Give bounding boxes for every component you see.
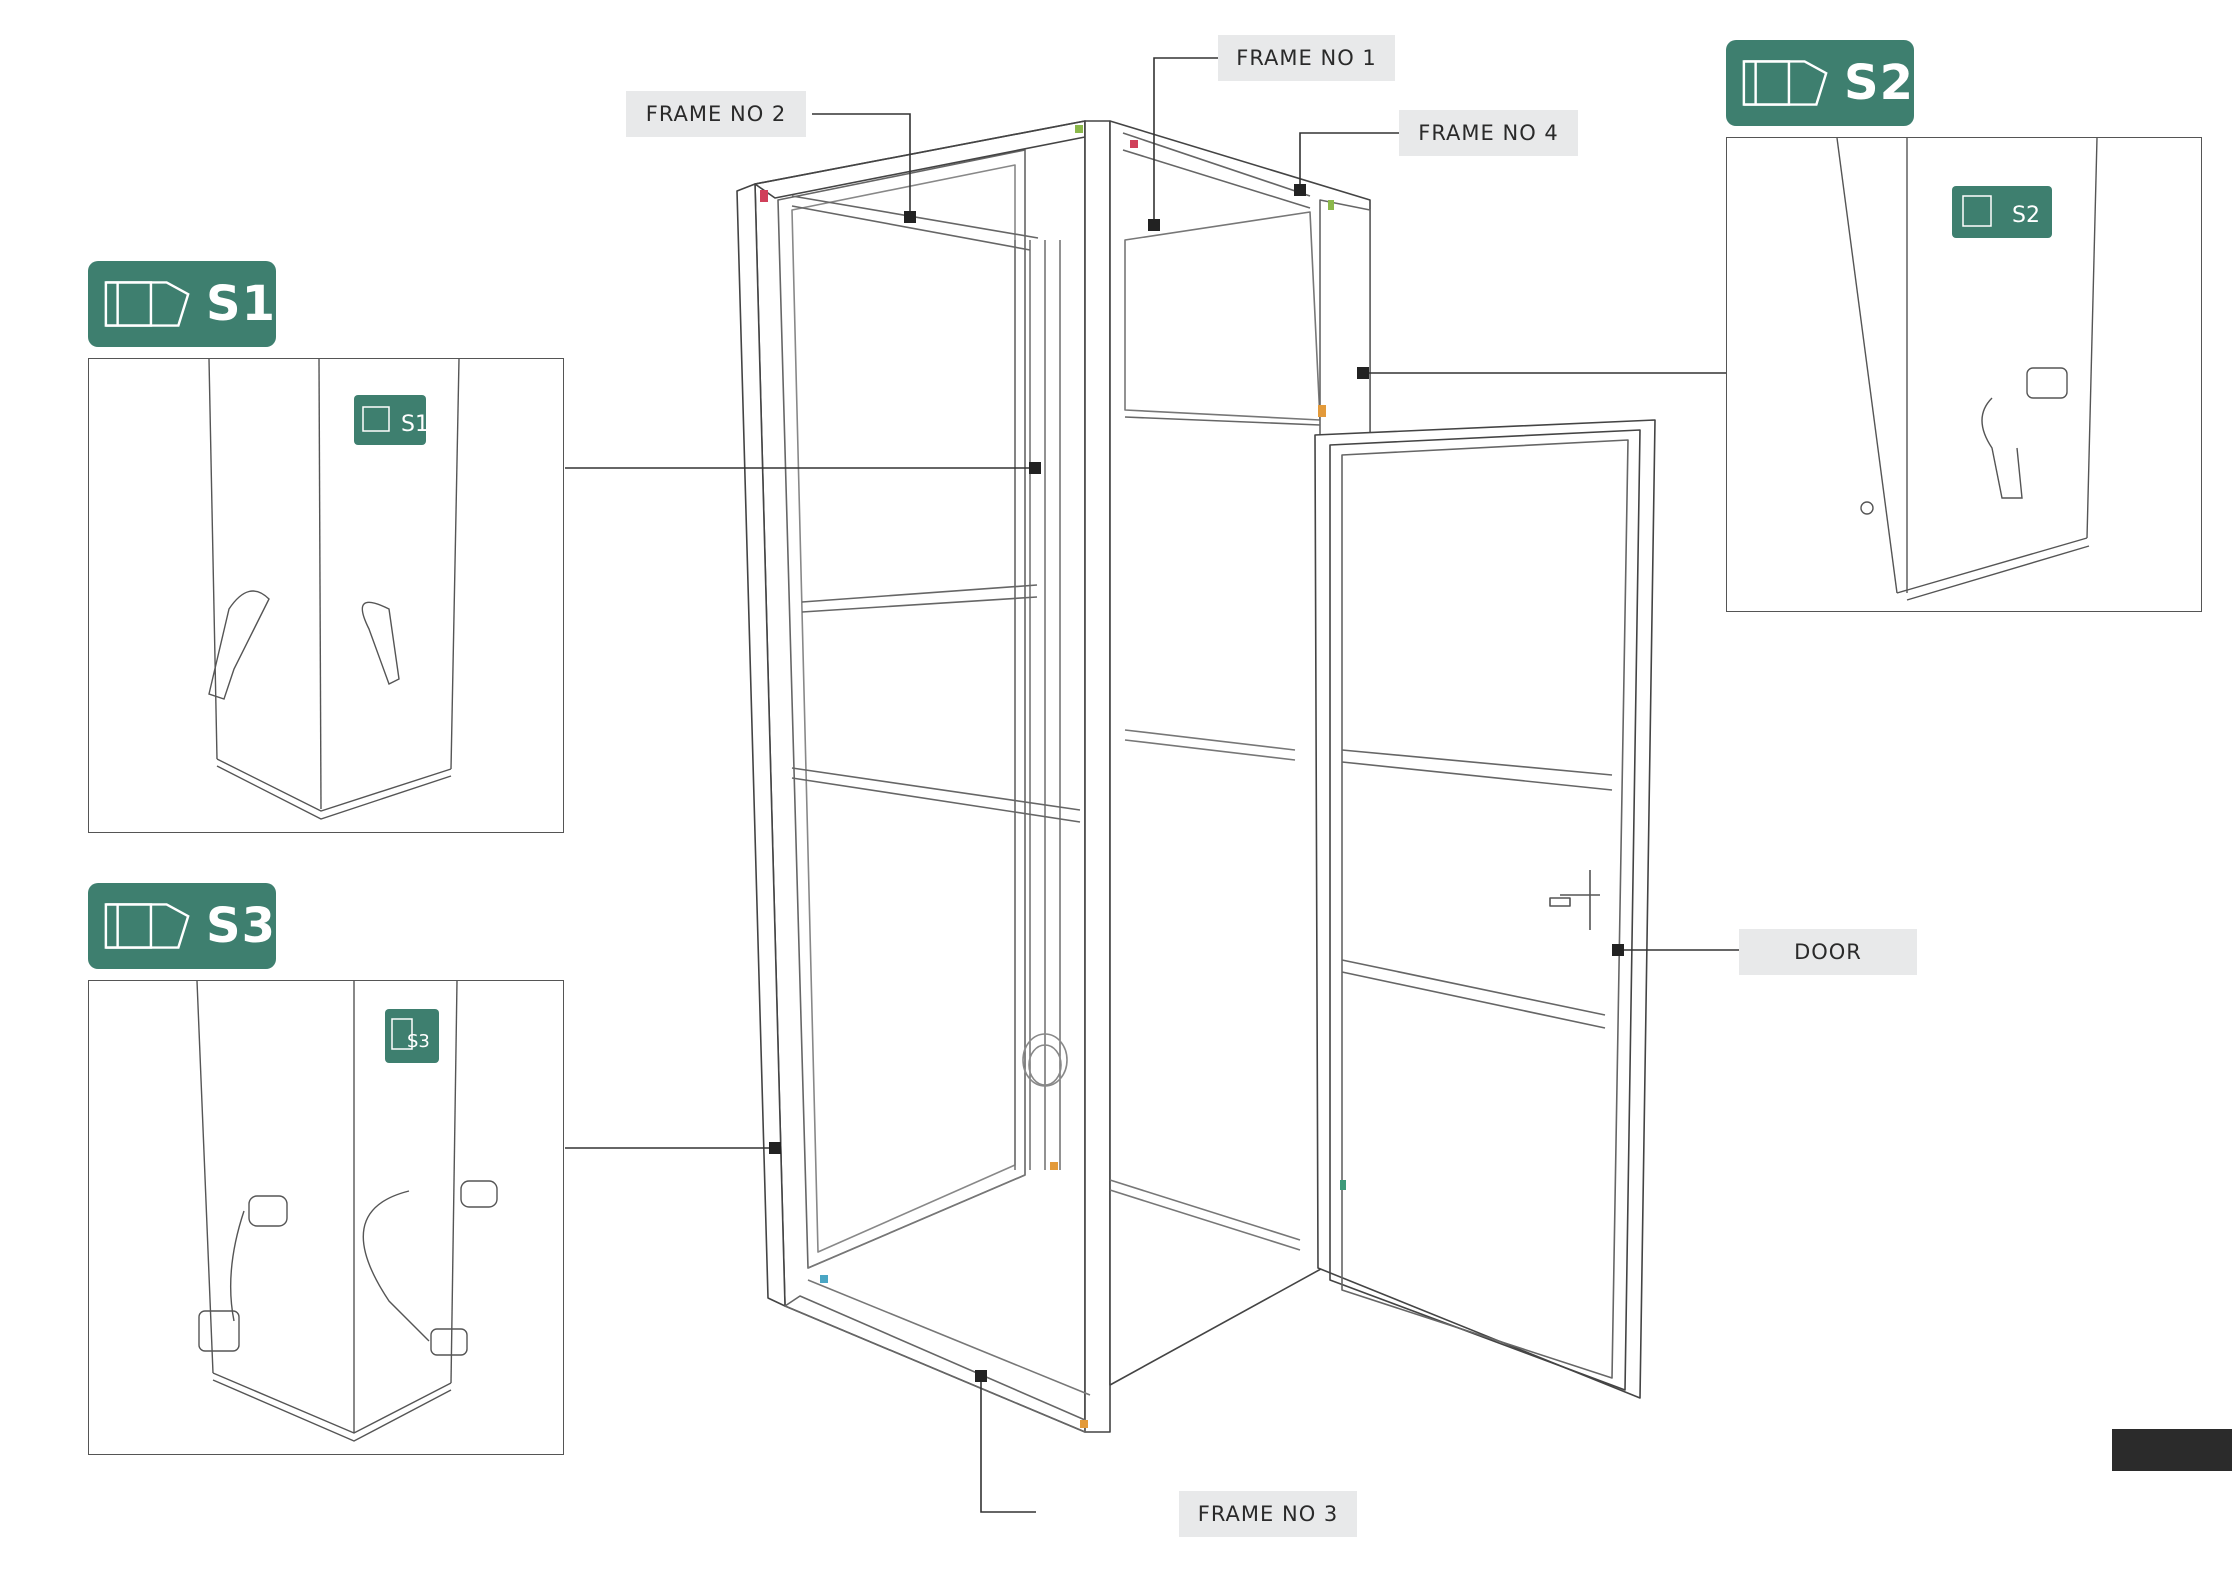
s1-connector-drawing: S1 [208, 358, 460, 820]
side-panel-icon [1742, 60, 1828, 106]
s2-badge: S2 [1726, 40, 1914, 126]
s2-detail-view: S2 [1726, 137, 2202, 612]
frame-no-2-label: FRAME NO 2 [626, 91, 806, 137]
s3-detail-view: S3 [88, 980, 564, 1455]
s2-badge-label: S2 [1844, 55, 1914, 111]
s2-connector-drawing: S2 [1836, 137, 2098, 601]
s2-tag-text: S2 [2012, 203, 2040, 228]
door-label: DOOR [1739, 929, 1917, 975]
frame-no-4-label: FRAME NO 4 [1399, 110, 1578, 156]
side-panel-icon [104, 903, 190, 949]
frame-no-1-label: FRAME NO 1 [1218, 35, 1395, 81]
frame-no-3-label: FRAME NO 3 [1179, 1491, 1357, 1537]
s3-tag-text: S3 [407, 1031, 430, 1052]
page-number-tab [2112, 1429, 2232, 1471]
s1-badge-label: S1 [206, 276, 276, 332]
s3-connector-drawing: S3 [196, 980, 498, 1442]
s1-tag-text: S1 [401, 412, 429, 437]
s3-badge: S3 [88, 883, 276, 969]
s3-badge-label: S3 [206, 898, 276, 954]
side-panel-icon [104, 281, 190, 327]
s1-detail-view: S1 [88, 358, 564, 833]
s1-badge: S1 [88, 261, 276, 347]
